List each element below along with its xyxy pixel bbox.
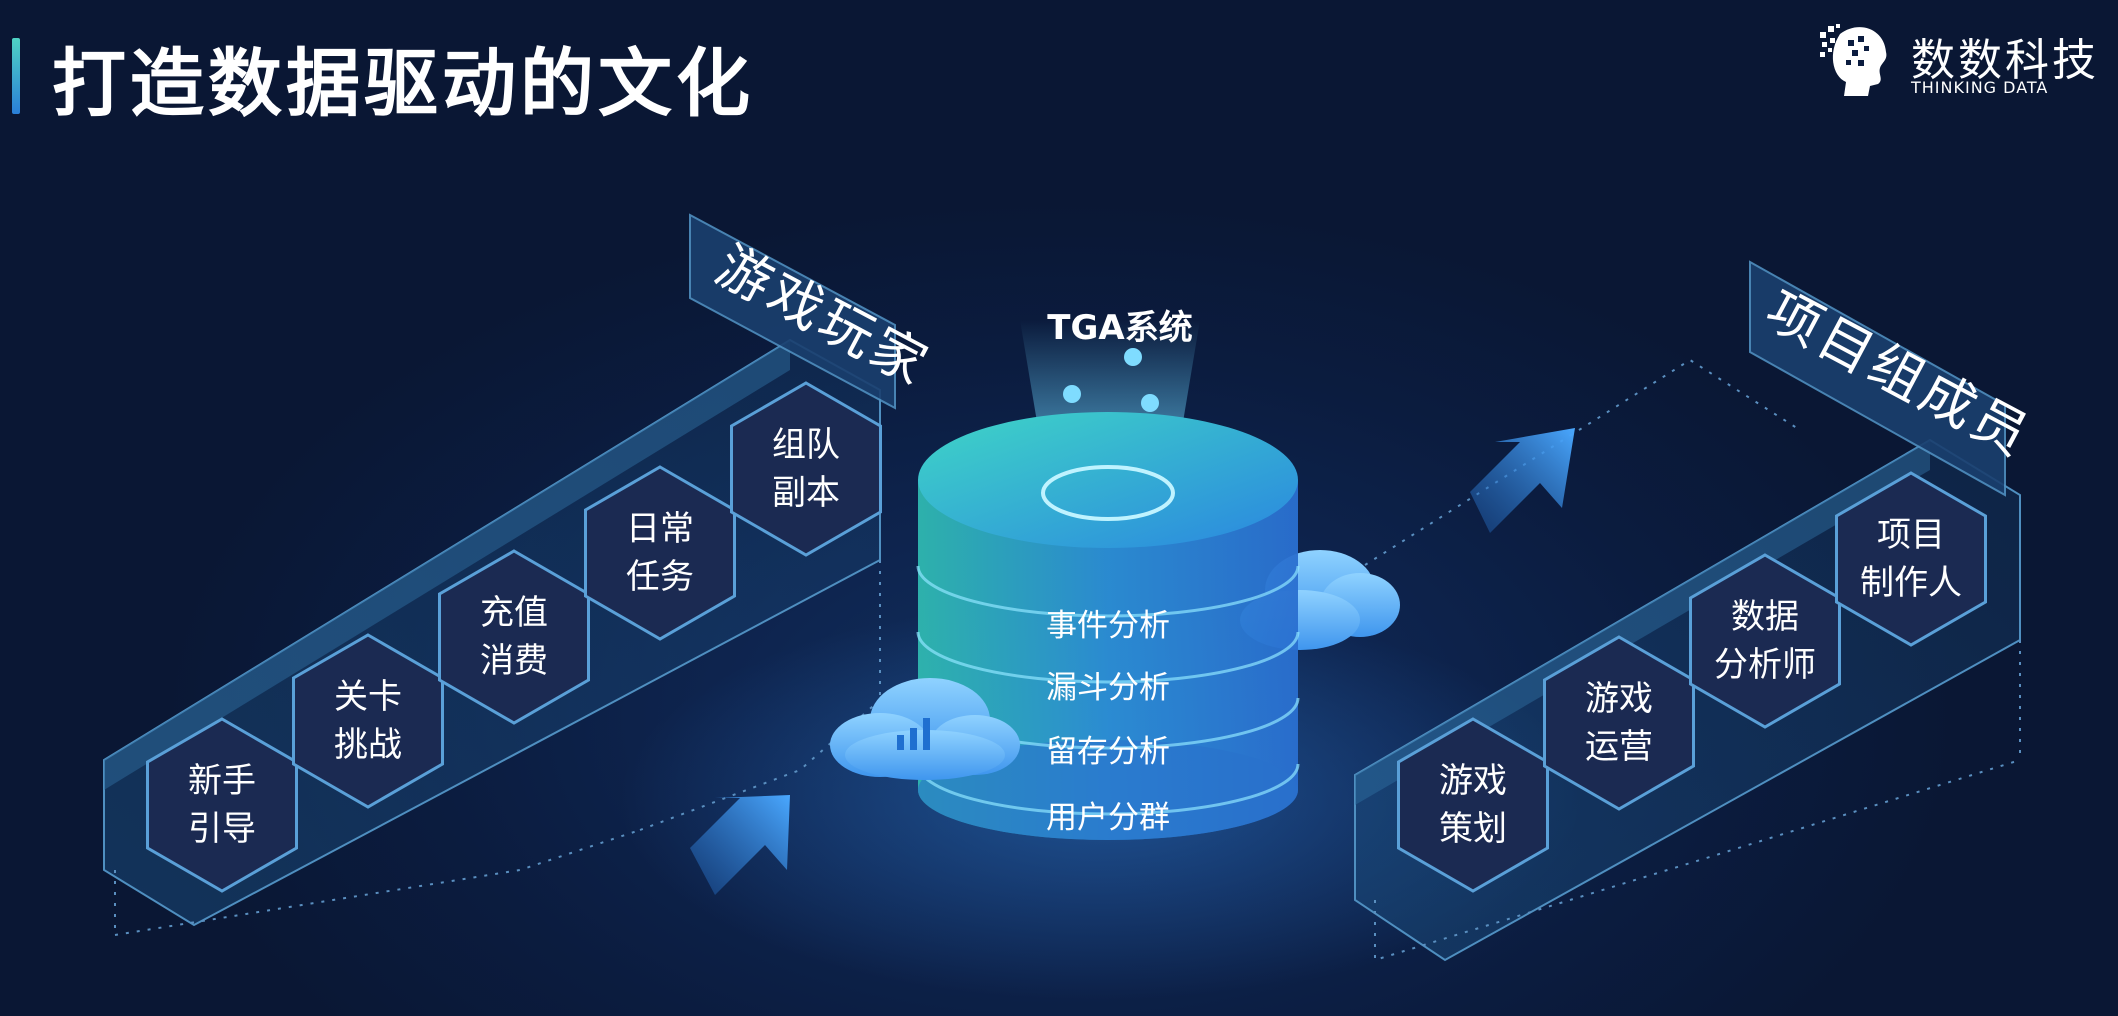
- arrow-db-to-right: [1470, 428, 1575, 533]
- brain-head-icon: [1820, 24, 1887, 96]
- db-module-label: 事件分析: [1046, 608, 1170, 644]
- brand-logo: 数数科技 THINKING DATA: [1818, 18, 2108, 100]
- db-ring: [916, 631, 1300, 684]
- db-ring: [916, 763, 1300, 816]
- right-dotted-line-3: [1364, 358, 1801, 566]
- right-panel-label-plate: [1749, 260, 2006, 497]
- db-module-label: 用户分群: [1046, 800, 1170, 836]
- player-hex-label: 日常 任务: [626, 509, 694, 597]
- left-dotted-line-4: [639, 699, 881, 831]
- member-hex-label: 数据 分析师: [1714, 597, 1816, 685]
- cloud-left: [830, 678, 1020, 780]
- db-module-label: 漏斗分析: [1046, 670, 1170, 706]
- db-bottom: [918, 740, 1298, 840]
- member-hex-label: 游戏 运营: [1585, 679, 1653, 767]
- player-hex-label: 组队 副本: [772, 425, 840, 513]
- player-hex-label: 新手 引导: [188, 761, 256, 849]
- player-hex-label: 关卡 挑战: [334, 677, 402, 765]
- brand-name: 数数科技: [1911, 35, 2099, 86]
- left-hex-group: [146, 381, 882, 893]
- right-panel-edge: [1355, 440, 1930, 805]
- arrow-left-to-db: [690, 795, 790, 895]
- page-title: 打造数据驱动的文化: [52, 41, 754, 127]
- arrow-up-right-icon: [1470, 428, 1575, 533]
- db-top: [918, 412, 1298, 548]
- db-module-label: 留存分析: [1046, 734, 1170, 770]
- title-accent-bar: [12, 38, 20, 114]
- data-dot: [1141, 394, 1159, 412]
- bar-chart-icon: [897, 735, 904, 750]
- member-hex-label: 游戏 策划: [1439, 761, 1507, 849]
- db-top-ring: [1041, 465, 1175, 521]
- member-hex-label: 项目 制作人: [1860, 515, 1962, 603]
- left-panel-label-plate: [689, 213, 896, 410]
- brand-subtitle: THINKING DATA: [1911, 78, 2049, 97]
- db-ring: [916, 565, 1300, 618]
- player-hexagon: [730, 381, 882, 557]
- left-panel-edge: [104, 340, 790, 790]
- tga-system-label: TGA系统: [1047, 308, 1193, 348]
- member-hexagon: [1835, 471, 1987, 647]
- player-hex-label: 充值 消费: [480, 593, 548, 681]
- data-dot: [1124, 348, 1142, 366]
- data-dot: [1063, 385, 1081, 403]
- arrow-up-right-icon: [690, 795, 790, 895]
- right-hex-group: [1397, 471, 1987, 893]
